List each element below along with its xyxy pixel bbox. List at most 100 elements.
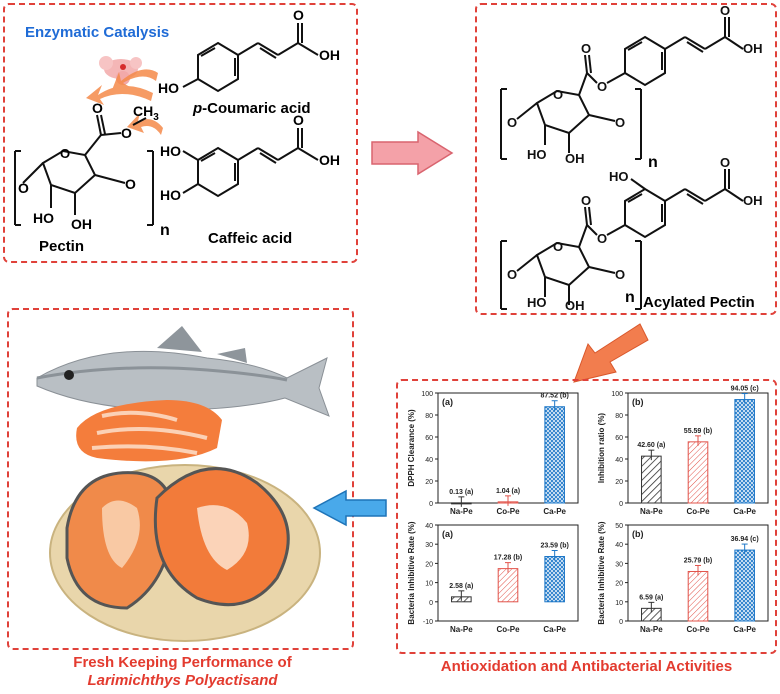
data-label: 1.04 (a) xyxy=(496,488,520,495)
x-tick-label: Co-Pe xyxy=(686,625,710,634)
acylated-pectin-label: Acylated Pectin xyxy=(643,294,755,311)
y-tick-label: 100 xyxy=(611,391,623,398)
y-tick-label: 20 xyxy=(425,479,433,486)
atom-label: O xyxy=(507,115,517,130)
x-tick-label: Co-Pe xyxy=(686,507,710,516)
caption-line-2: Larimichthys Polyactisand xyxy=(87,672,278,689)
atom-label: O xyxy=(60,146,70,161)
data-label: 94.05 (c) xyxy=(731,386,759,393)
bar xyxy=(544,406,565,504)
data-label: 0.13 (a) xyxy=(449,489,473,496)
bar xyxy=(687,441,709,504)
fresh-keeping-caption: Fresh Keeping Performance of Larimichthy… xyxy=(5,654,360,690)
caption-line-1: Fresh Keeping Performance of xyxy=(73,654,292,671)
y-tick-label: 0 xyxy=(429,600,433,607)
enzyme-icon xyxy=(99,56,142,85)
p-coumaric-acid-structure xyxy=(182,23,319,93)
atom-label: O xyxy=(581,41,591,56)
atom-label: HO xyxy=(33,210,54,226)
acylated-pectin-panel xyxy=(475,3,777,315)
bar xyxy=(687,570,709,622)
whole-fish-icon xyxy=(36,326,330,417)
x-tick-label: Co-Pe xyxy=(496,625,520,634)
panel-label: (b) xyxy=(632,529,644,539)
y-tick-label: 10 xyxy=(615,600,623,607)
enzymatic-catalysis-title: Enzymatic Catalysis xyxy=(25,24,169,41)
bar xyxy=(497,568,519,603)
y-axis-label: Inhibition ratio (%) xyxy=(597,413,606,484)
atom-label: HO xyxy=(527,147,547,162)
y-tick-label: 60 xyxy=(615,435,623,442)
atom-label: HO xyxy=(160,143,181,159)
p-coumaric-acid-label: p-Coumaric acid xyxy=(192,100,311,117)
plot-frame xyxy=(437,524,579,622)
atom-label: O xyxy=(615,115,625,130)
repeat-unit-n: n xyxy=(625,289,635,306)
atom-label: O xyxy=(507,267,517,282)
charts-panel xyxy=(396,379,777,654)
atom-label: O xyxy=(18,180,29,196)
y-tick-label: 20 xyxy=(425,561,433,568)
y-tick-label: 50 xyxy=(615,523,623,530)
enzymatic-catalysis-panel xyxy=(3,3,358,263)
data-label: 42.60 (a) xyxy=(637,442,665,449)
data-label: 2.58 (a) xyxy=(449,583,473,590)
x-tick-label: Ca-Pe xyxy=(733,625,756,634)
y-tick-label: 40 xyxy=(425,523,433,530)
data-label: 17.28 (b) xyxy=(494,555,522,562)
antioxidation-caption: Antioxidation and Antibacterial Activiti… xyxy=(440,658,733,675)
pectin-label: Pectin xyxy=(39,238,84,255)
atom-label: HO xyxy=(527,295,547,310)
atom-label: OH xyxy=(565,151,585,166)
y-tick-label: 80 xyxy=(615,413,623,420)
y-tick-label: 20 xyxy=(615,479,623,486)
x-tick-label: Na-Pe xyxy=(450,507,473,516)
data-label: 36.94 (c) xyxy=(731,536,759,543)
y-tick-label: 40 xyxy=(425,457,433,464)
salmon-fillet-icon xyxy=(76,400,222,462)
acylated-pectin-structure-1 xyxy=(500,17,744,160)
atom-label: HO xyxy=(158,80,179,96)
x-tick-label: Na-Pe xyxy=(640,507,663,516)
y-tick-label: 30 xyxy=(425,542,433,549)
bar xyxy=(734,549,755,622)
atom-label: O xyxy=(597,231,607,246)
atom-label: O xyxy=(553,87,563,102)
y-tick-label: -10 xyxy=(423,619,433,626)
orange-down-arrow-icon xyxy=(573,323,649,383)
x-tick-label: Ca-Pe xyxy=(733,507,756,516)
y-tick-label: 30 xyxy=(615,561,623,568)
atom-label: O xyxy=(121,125,132,141)
y-tick-label: 0 xyxy=(429,501,433,508)
bar xyxy=(734,399,755,504)
data-label: 55.59 (b) xyxy=(684,428,712,435)
bar xyxy=(544,556,565,603)
panel-label: (b) xyxy=(632,397,644,407)
atom-label: O xyxy=(293,112,304,128)
y-tick-label: 80 xyxy=(425,413,433,420)
y-tick-label: 100 xyxy=(421,391,433,398)
data-label: 6.59 (a) xyxy=(639,594,663,601)
salmon-steak-plate-icon xyxy=(49,464,321,642)
data-label: 25.79 (b) xyxy=(684,557,712,564)
repeat-unit-n: n xyxy=(648,154,658,171)
fresh-keeping-panel xyxy=(7,308,354,650)
blue-left-arrow-icon xyxy=(312,489,387,527)
x-tick-label: Ca-Pe xyxy=(543,507,566,516)
atom-label: O xyxy=(720,3,730,18)
atom-label: O xyxy=(293,7,304,23)
x-tick-label: Na-Pe xyxy=(640,625,663,634)
atom-label: OH xyxy=(71,216,92,232)
atom-label: HO xyxy=(609,169,629,184)
data-label: 23.59 (b) xyxy=(540,543,568,550)
atom-label: HO xyxy=(160,187,181,203)
y-axis-label: DPPH Clearance (%) xyxy=(407,409,416,487)
atom-label: OH xyxy=(565,298,585,313)
caffeic-acid-label: Caffeic acid xyxy=(208,230,292,247)
atom-label: O xyxy=(125,176,136,192)
acylated-pectin-structure-2 xyxy=(500,169,744,310)
y-axis-label: Bacteria Inhibitive Rate (%) xyxy=(407,521,416,624)
atom-label: O xyxy=(581,193,591,208)
methyl-label: CH3 xyxy=(133,103,159,123)
